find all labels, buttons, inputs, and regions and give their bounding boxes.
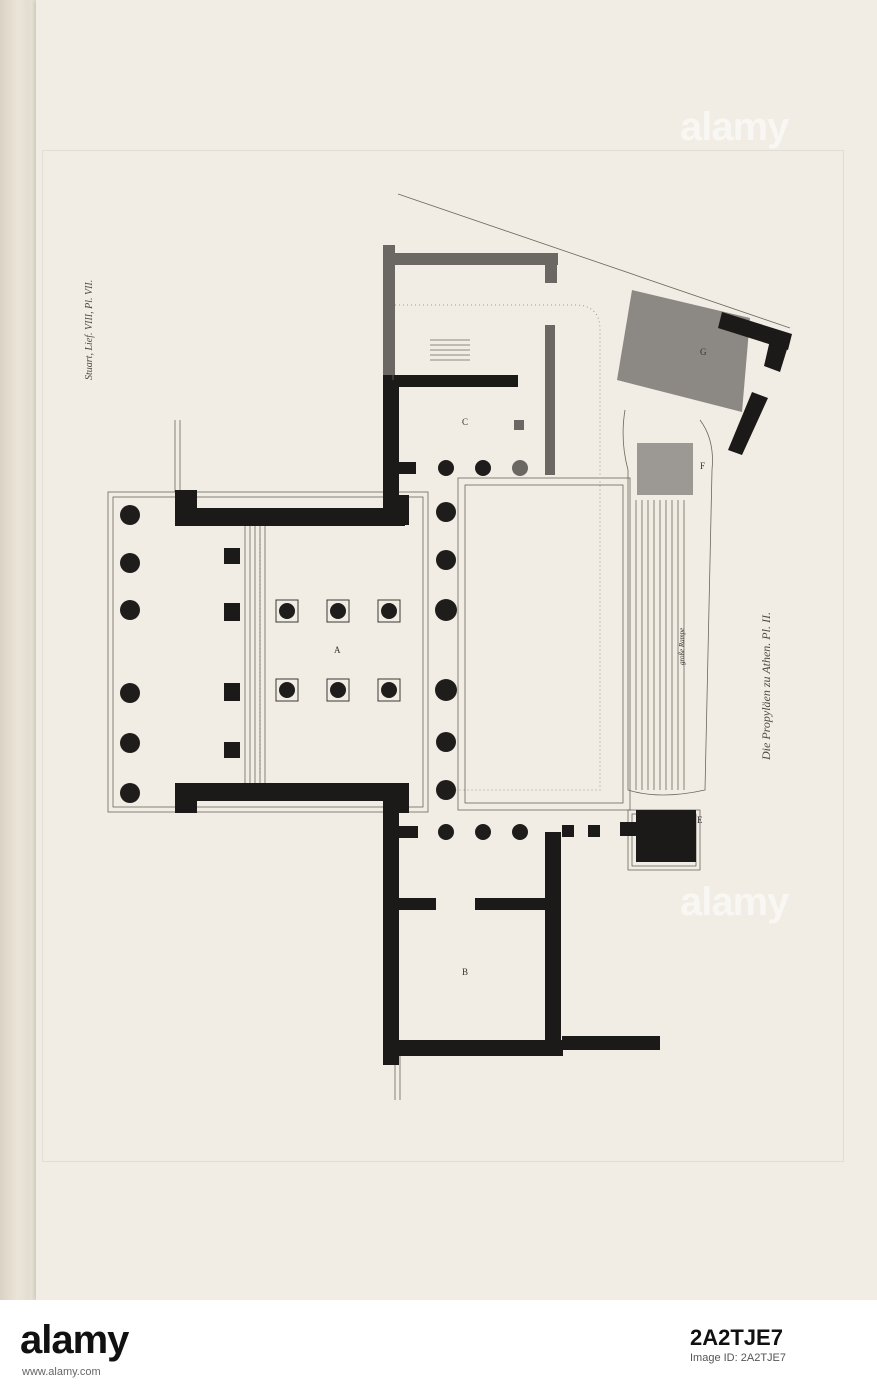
stylobate-lines [107, 420, 631, 1100]
label-room-E: E [697, 815, 703, 825]
watermark-brand-logo: alamy [20, 1318, 129, 1363]
square-piers [224, 420, 524, 758]
pedestal-blocks [397, 193, 792, 495]
plate-title-caption: Die Propyläen zu Athen. Pl. II. [759, 612, 773, 760]
central-hall-walls [175, 490, 409, 813]
label-ramp: große Rampe [678, 628, 686, 665]
north-wing-walls [383, 245, 558, 525]
label-room-A: A [334, 645, 341, 655]
plate-reference-caption: Stuart, Lief. VIII, Pl. VII. [84, 279, 95, 380]
hall-steps [244, 339, 470, 783]
plate-paper [36, 0, 877, 1300]
floor-plan: A B C E F G große Rampe [107, 193, 792, 1100]
wing-columns [438, 460, 528, 840]
image-id-label: Image ID: 2A2TJE7 [690, 1352, 786, 1364]
south-wing-walls [383, 790, 660, 1065]
book-binding-edge [0, 0, 30, 1300]
label-room-B: B [462, 967, 468, 977]
watermark-band [0, 1300, 877, 1390]
brand-text: alamy [20, 1318, 129, 1362]
label-room-G: G [700, 347, 707, 357]
terrace-dotted-outline [259, 304, 601, 791]
tower-E [620, 809, 701, 871]
label-room-F: F [700, 461, 705, 471]
scanned-page: A B C E F G große Rampe Stuart, Lief. VI… [0, 0, 877, 1300]
plate-mark [42, 150, 844, 1162]
watermark-overlay-top: alamy [680, 105, 789, 149]
image-id: 2A2TJE7 [690, 1325, 783, 1350]
grand-staircase [622, 409, 713, 796]
west-colonnade [120, 505, 140, 803]
label-room-C: C [462, 417, 468, 427]
east-colonnade [435, 502, 457, 800]
room-letters: A B C E F G große Rampe [334, 347, 707, 977]
watermark-site: www.alamy.com [22, 1366, 101, 1378]
interior-columns [275, 599, 401, 702]
watermark-overlay-bottom: alamy [680, 880, 789, 924]
